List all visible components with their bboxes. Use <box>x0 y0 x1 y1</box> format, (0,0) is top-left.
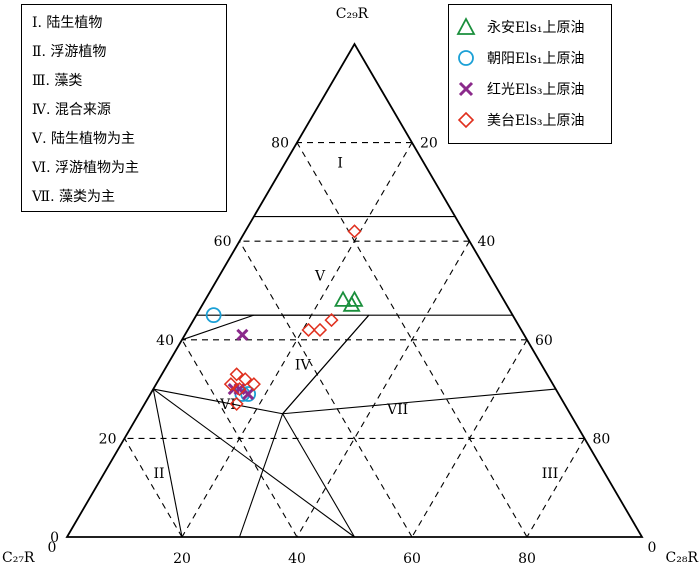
zone-label: III <box>542 466 559 482</box>
zone-label: II <box>153 466 164 482</box>
zone-legend-item: Ⅱ. 浮游植物 <box>32 44 107 60</box>
axis-label-top: C₂₉R <box>336 6 369 22</box>
circle-marker-icon <box>458 49 474 66</box>
data-points <box>205 224 364 411</box>
zone-boundary <box>152 388 183 538</box>
zone-label: VII <box>386 402 408 418</box>
series-legend-label: 朝阳Els₁上原油 <box>487 50 585 67</box>
diamond-marker <box>238 372 253 387</box>
tick-label: 40 <box>288 551 306 566</box>
series-legend-label: 红光Els₃上原油 <box>487 81 585 98</box>
diamond-marker <box>229 396 244 411</box>
series-legend-item: 永安Els₁上原油 <box>455 11 611 42</box>
zone-legend-item: Ⅵ. 浮游植物为主 <box>32 160 139 176</box>
series-legend-label: 美台Els₃上原油 <box>487 112 585 129</box>
diamond-marker <box>229 367 244 382</box>
tick-label: 80 <box>593 431 611 447</box>
tick-labels: 0 20 40 60 80 0 80 60 40 20 0 80 60 40 20 <box>48 136 657 566</box>
diamond-marker <box>301 322 316 338</box>
triangle-frame <box>65 42 644 538</box>
series-legend-item: 朝阳Els₁上原油 <box>455 42 611 73</box>
tick-label: 60 <box>403 551 421 566</box>
zone-boundary <box>282 314 370 415</box>
tick-label: 80 <box>518 551 536 566</box>
tick-label: 60 <box>214 234 232 250</box>
diamond-marker <box>324 313 339 328</box>
grid-line <box>181 339 298 538</box>
tick-label: 20 <box>173 551 191 566</box>
zone-label: IV <box>295 357 312 373</box>
zone-label: VI <box>219 397 236 413</box>
series-legend-label: 永安Els₁上原油 <box>487 19 585 36</box>
diamond-marker <box>223 377 238 392</box>
diamond-marker <box>246 377 261 392</box>
zone-boundary <box>282 413 355 538</box>
diamond-marker-icon <box>457 111 475 128</box>
tick-label: 20 <box>420 136 438 152</box>
cross-marker-icon <box>458 81 474 96</box>
tick-label: 0 <box>50 530 59 546</box>
diamond-marker <box>312 322 328 338</box>
series-legend-item: 红光Els₃上原油 <box>455 73 611 104</box>
zone-legend-item: Ⅶ. 藻类为主 <box>32 189 115 205</box>
tick-label: 20 <box>99 431 117 447</box>
triangle-marker <box>333 290 353 307</box>
zone-legend-item: Ⅲ. 藻类 <box>32 73 83 89</box>
zone-label: I <box>337 155 343 171</box>
grid-line <box>239 240 413 538</box>
tick-label: 40 <box>156 333 174 349</box>
tick-label: 60 <box>535 333 553 349</box>
zone-boundary <box>181 314 255 341</box>
tick-label: 0 <box>48 540 57 556</box>
axis-label-left: C₂₇R <box>2 550 35 566</box>
series-legend-item: 美台Els₃上原油 <box>455 104 611 135</box>
grid-line <box>526 438 585 538</box>
zone-boundaries <box>152 216 556 538</box>
axis-label-right: C₂₈R <box>666 550 699 566</box>
diamond-marker <box>347 224 362 239</box>
series-legend: 永安Els₁上原油 朝阳Els₁上原油 红光Els₃上原油 美台Els₃上原油 <box>448 4 612 144</box>
triangle-marker-icon <box>456 16 476 35</box>
tick-label: 40 <box>478 234 496 250</box>
grid-line <box>124 438 183 538</box>
zone-legend-item: Ⅳ. 混合来源 <box>32 102 111 118</box>
zone-boundary <box>153 388 283 415</box>
triangle-marker <box>342 295 361 312</box>
zone-legend-item: Ⅰ. 陆生植物 <box>32 15 103 31</box>
tick-label: 0 <box>648 540 657 556</box>
diamond-marker <box>232 382 247 397</box>
zone-legend-item: Ⅴ. 陆生植物为主 <box>32 131 136 147</box>
zone-boundary <box>238 413 284 538</box>
grid-line <box>411 339 528 538</box>
zone-legend: Ⅰ. 陆生植物 Ⅱ. 浮游植物 Ⅲ. 藻类 Ⅳ. 混合来源 Ⅴ. 陆生植物为主 … <box>21 4 227 212</box>
grid-line <box>296 240 470 538</box>
zone-boundary <box>282 388 556 415</box>
circle-marker <box>205 307 222 324</box>
zone-boundary <box>152 388 355 538</box>
zone-label: V <box>314 269 326 285</box>
cross-marker <box>236 328 249 341</box>
tick-label: 80 <box>271 136 289 152</box>
